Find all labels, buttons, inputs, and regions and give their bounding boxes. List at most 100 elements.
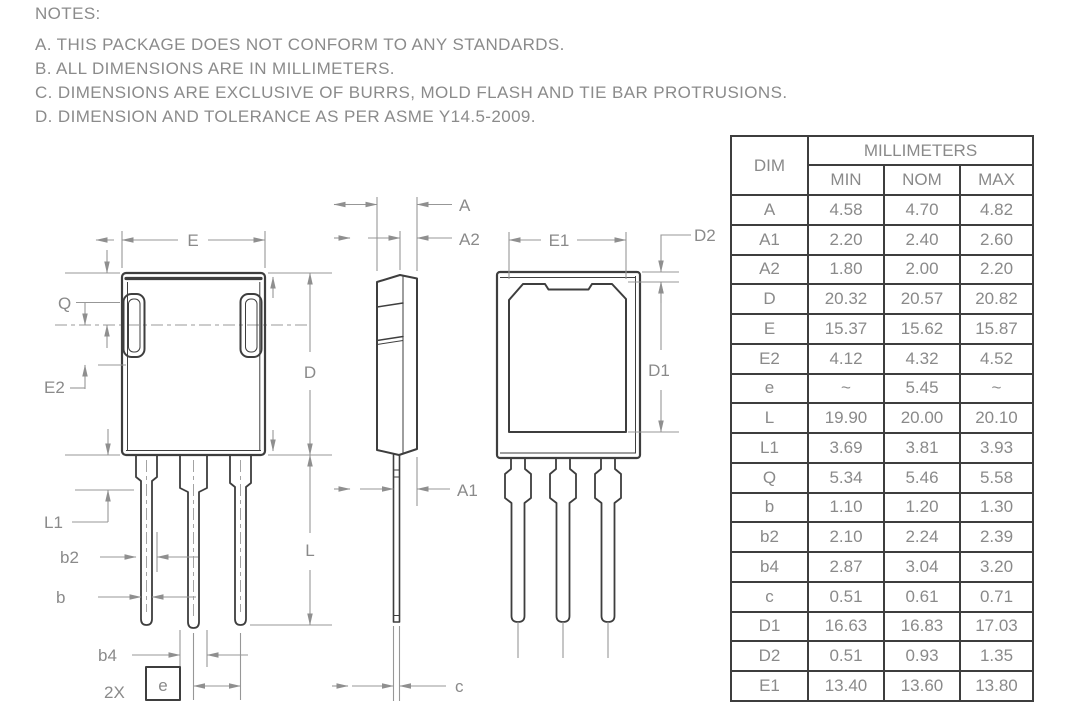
value-cell: 15.37: [807, 313, 885, 345]
dimension-d: D: [268, 272, 332, 456]
dim-cell: D: [730, 283, 809, 315]
dim-label-a1: A1: [457, 481, 478, 500]
value-cell: 4.58: [807, 194, 885, 226]
back-leads: [504, 457, 622, 658]
dim-label-e-width: E: [187, 231, 198, 250]
dim-cell: b: [730, 491, 809, 524]
value-cell: 20.32: [807, 283, 885, 315]
dimension-b4: b4: [98, 630, 248, 667]
front-view: E Q E2: [44, 231, 332, 702]
value-cell: 19.90: [807, 402, 885, 434]
dimension-b: b: [56, 588, 196, 607]
front-leads: [135, 454, 252, 629]
dim-label-e1: E1: [549, 231, 570, 250]
dim-cell: b4: [730, 551, 809, 583]
front-body: [120, 271, 267, 457]
notes-title: NOTES:: [35, 4, 101, 23]
dim-cell: E2: [730, 342, 809, 375]
value-cell: 13.60: [883, 670, 961, 702]
value-cell: 2.39: [959, 521, 1034, 553]
value-cell: 20.00: [883, 402, 961, 434]
value-cell: 4.32: [883, 342, 961, 375]
value-cell: 4.82: [959, 194, 1034, 226]
value-cell: 0.51: [807, 640, 885, 672]
value-cell: 20.82: [959, 283, 1034, 315]
pitch-reference-box: [145, 666, 181, 701]
value-cell: 0.71: [959, 580, 1034, 613]
dim-label-l1: L1: [44, 513, 63, 532]
value-cell: 2.24: [883, 521, 961, 553]
dim-cell: c: [730, 580, 809, 613]
value-cell: 2.40: [883, 223, 961, 256]
back-view: E1 D2 D1: [495, 226, 716, 658]
value-cell: 2.87: [807, 551, 885, 583]
dim-cell: E1: [730, 670, 809, 702]
table-row: e~5.45~: [730, 372, 1034, 405]
value-cell: 3.20: [959, 551, 1034, 583]
value-cell: 2.60: [959, 223, 1034, 256]
back-pad: [508, 283, 627, 433]
back-body: [495, 270, 642, 460]
value-cell: 4.52: [959, 342, 1034, 375]
dim-label-a2: A2: [459, 230, 480, 249]
value-cell: 16.83: [883, 610, 961, 643]
dim-cell: A2: [730, 253, 809, 286]
value-cell: 2.20: [959, 253, 1034, 286]
dim-label-d: D: [304, 363, 316, 382]
side-lead: [392, 454, 401, 623]
value-cell: 2.00: [883, 253, 961, 286]
value-cell: 16.63: [807, 610, 885, 643]
table-header-max: MAX: [959, 164, 1034, 196]
dim-label-d2: D2: [694, 226, 716, 245]
value-cell: 13.80: [959, 670, 1034, 702]
table-header-min: MIN: [807, 164, 885, 196]
dim-label-a: A: [459, 196, 471, 215]
dim-cell: Q: [730, 461, 809, 494]
dim-label-b: b: [56, 588, 65, 607]
dim-cell: b2: [730, 521, 809, 553]
front-right-notch: [239, 293, 263, 358]
value-cell: 5.45: [883, 372, 961, 405]
value-cell: 17.03: [959, 610, 1034, 643]
table-header-dim: DIM: [730, 135, 809, 196]
value-cell: 3.69: [807, 432, 885, 464]
dim-label-c: c: [455, 677, 464, 696]
dim-label-pitch: e: [158, 676, 167, 695]
dimension-e1: E1: [508, 231, 627, 279]
value-cell: 1.20: [883, 491, 961, 524]
dim-cell: A: [730, 194, 809, 226]
dimension-a1: A1: [334, 457, 478, 506]
value-cell: 20.10: [959, 402, 1034, 434]
value-cell: 1.10: [807, 491, 885, 524]
value-cell: ~: [807, 372, 885, 405]
value-cell: 5.34: [807, 461, 885, 494]
value-cell: 15.87: [959, 313, 1034, 345]
value-cell: 4.70: [883, 194, 961, 226]
dim-cell: E: [730, 313, 809, 345]
note-a: A. THIS PACKAGE DOES NOT CONFORM TO ANY …: [35, 35, 565, 54]
table-header-nom: NOM: [883, 164, 961, 196]
value-cell: 4.12: [807, 342, 885, 375]
notes-section: NOTES: A. THIS PACKAGE DOES NOT CONFORM …: [35, 4, 787, 129]
value-cell: 3.93: [959, 432, 1034, 464]
note-c: C. DIMENSIONS ARE EXCLUSIVE OF BURRS, MO…: [35, 83, 788, 102]
dim-cell: L1: [730, 432, 809, 464]
dim-label-e2: E2: [44, 378, 65, 397]
dim-cell: A1: [730, 223, 809, 256]
